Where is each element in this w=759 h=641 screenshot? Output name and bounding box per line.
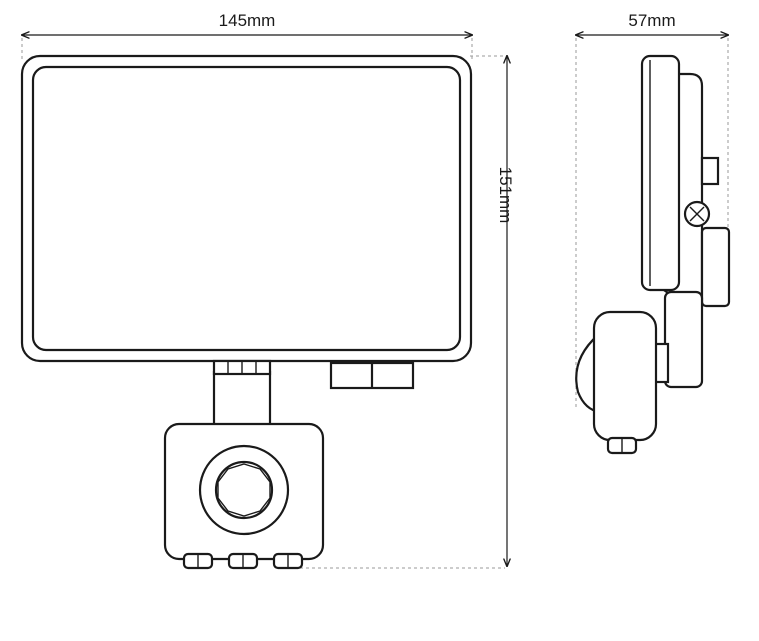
mounting-arm bbox=[212, 370, 272, 429]
sensor-knobs bbox=[182, 552, 304, 570]
depth-dimension: 57mm bbox=[576, 11, 728, 410]
width-dimension: 145mm bbox=[22, 11, 472, 62]
sensor-lens bbox=[217, 463, 271, 517]
side-lamp-face bbox=[640, 54, 681, 292]
side-view bbox=[575, 54, 731, 455]
depth-label: 57mm bbox=[628, 11, 675, 30]
lamp-housing bbox=[20, 54, 473, 363]
lamp-lens bbox=[31, 65, 462, 352]
height-label: 151mm bbox=[496, 167, 515, 224]
pir-sensor-box bbox=[163, 422, 325, 561]
width-label: 145mm bbox=[219, 11, 276, 30]
screw-icon bbox=[683, 200, 711, 228]
side-pir-box bbox=[592, 310, 658, 442]
side-junction-box bbox=[700, 226, 731, 308]
sensor-inner-ring bbox=[214, 460, 274, 520]
height-dimension: 151mm bbox=[300, 56, 515, 569]
front-view bbox=[20, 54, 473, 570]
side-tab bbox=[700, 156, 720, 186]
sensor-ring bbox=[198, 444, 290, 536]
side-mounting-arm bbox=[663, 290, 704, 389]
